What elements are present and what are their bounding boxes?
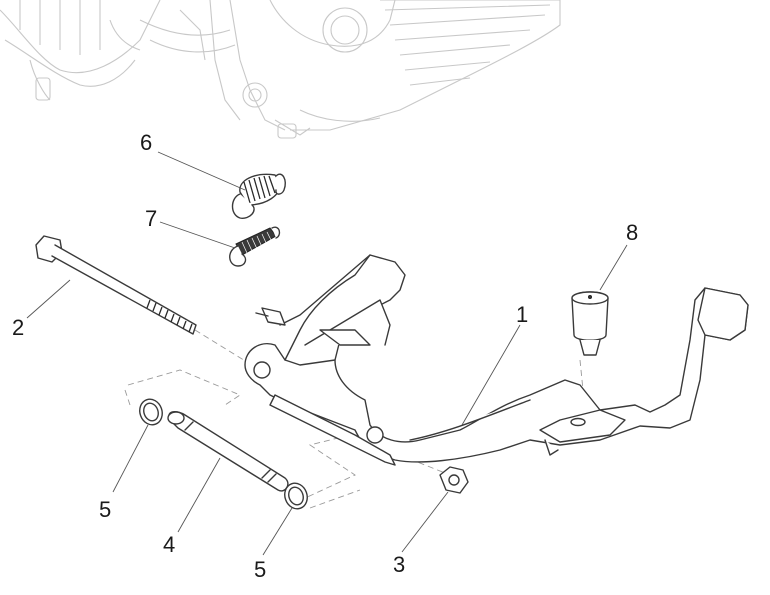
part-6-spring — [231, 173, 286, 219]
part-3-nut — [439, 466, 469, 494]
part-4-pin — [167, 411, 289, 492]
callout-1: 1 — [516, 302, 528, 327]
callout-7: 7 — [145, 206, 157, 231]
callout-5-right: 5 — [254, 557, 266, 582]
callout-4: 4 — [163, 532, 175, 557]
callout-3: 3 — [393, 552, 405, 577]
callout-labels: 6 7 2 8 1 5 4 5 3 — [12, 130, 638, 582]
engine-assembly-ghost — [0, 0, 561, 139]
part-5-washer-right — [284, 482, 308, 510]
part-7-spring — [229, 226, 281, 267]
callout-6: 6 — [140, 130, 152, 155]
leader-lines — [26, 151, 628, 556]
part-1-main-stand — [244, 254, 749, 466]
part-8-rubber-foot — [571, 291, 609, 356]
callout-8: 8 — [626, 220, 638, 245]
callout-2: 2 — [12, 315, 24, 340]
callout-5-left: 5 — [99, 497, 111, 522]
part-2-bolt — [35, 235, 197, 335]
part-5-washer-left — [139, 398, 163, 426]
